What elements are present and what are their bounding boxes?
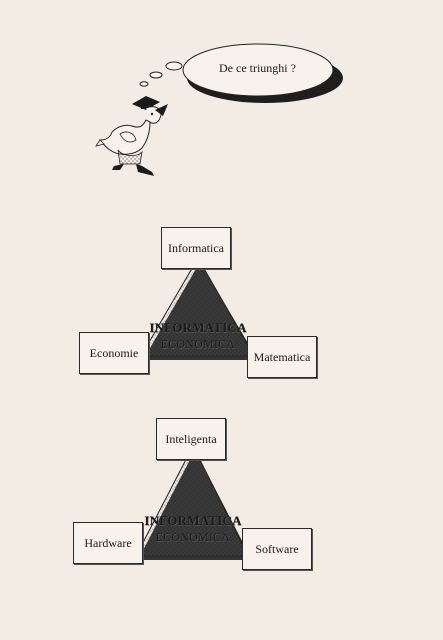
thought-dot bbox=[139, 81, 149, 87]
box-top: Inteligenta bbox=[156, 418, 226, 460]
triangle-label-line2: ECONOMICA bbox=[155, 530, 231, 544]
triangle-label-line1: INFORMATICA bbox=[144, 513, 242, 528]
triangle-label-line2: ECONOMICA bbox=[160, 337, 236, 351]
triangle bbox=[140, 256, 255, 357]
thought-dot bbox=[165, 61, 183, 71]
box-top: Informatica bbox=[161, 227, 231, 269]
triangle-diagram-1 bbox=[140, 256, 258, 360]
triangle bbox=[135, 444, 249, 557]
thought-bubble-text: De ce triunghi ? bbox=[219, 61, 296, 75]
duck-icon bbox=[95, 96, 168, 176]
thought-dot bbox=[149, 71, 163, 79]
triangle-diagram-2 bbox=[135, 444, 252, 560]
triangle-label-line1: INFORMATICA bbox=[149, 320, 247, 335]
triangle-label: INFORMATICA ECONOMICA bbox=[142, 513, 244, 545]
illustration bbox=[95, 43, 343, 176]
box-left: Economie bbox=[79, 332, 149, 374]
box-right: Software bbox=[242, 528, 312, 570]
box-left: Hardware bbox=[73, 522, 143, 564]
box-right: Matematica bbox=[247, 336, 317, 378]
triangle-label: INFORMATICA ECONOMICA bbox=[148, 320, 248, 352]
thought-bubble bbox=[182, 43, 334, 97]
